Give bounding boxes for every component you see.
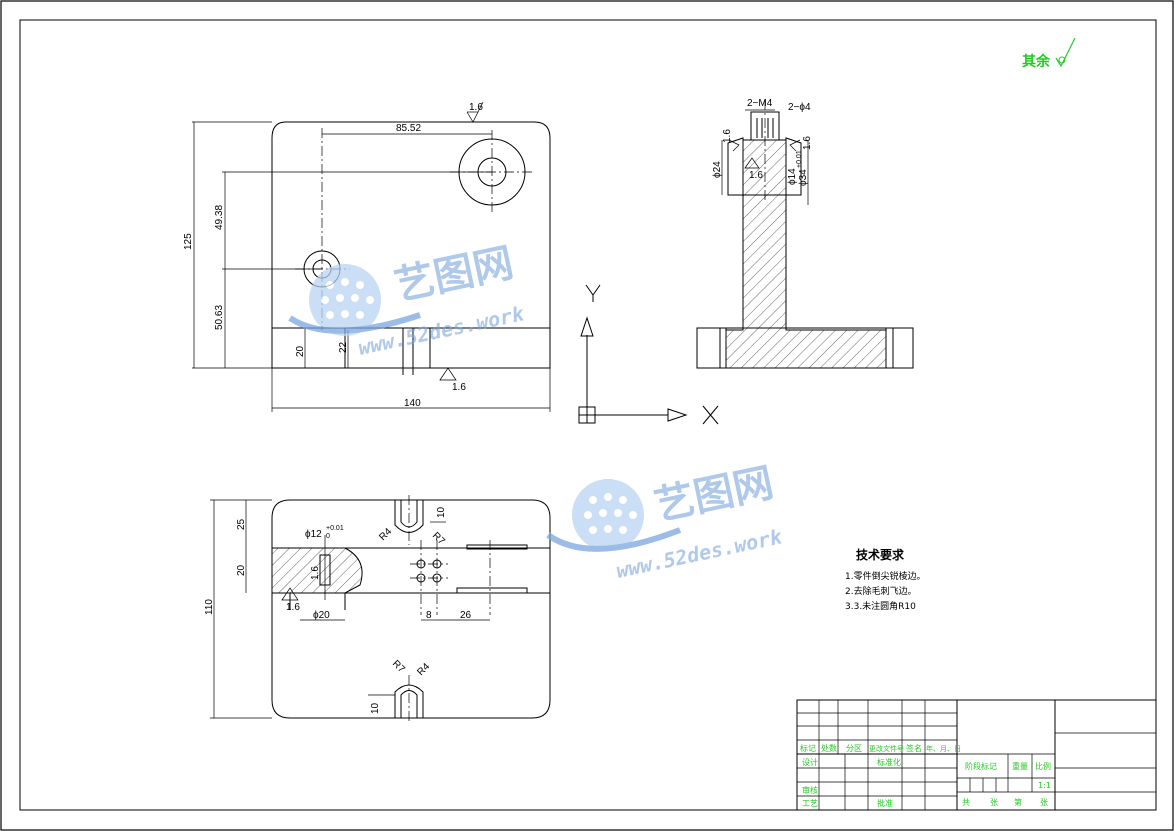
tb-stage-mark: 阶段标记 <box>965 761 997 771</box>
dim-phi-24: ϕ24 <box>712 161 723 178</box>
dim-20: 20 <box>295 345 306 357</box>
watermark-2: 艺图网 www.52des.work <box>546 460 785 583</box>
tech-req-item-2: 2.去除毛刺飞边。 <box>845 585 917 597</box>
top-view: 110 25 20 ϕ12 +0.01 0 1.6 1.6 ϕ20 8 26 R… <box>204 495 551 722</box>
watermark-url: www.52des.work <box>356 301 527 360</box>
roughness-top-b: 1.6 <box>286 602 300 613</box>
top-view-outline <box>271 499 551 719</box>
tb-sheet2: 张 <box>1040 798 1048 807</box>
dim-phi-12-tol: +0.01 <box>326 525 344 532</box>
dim-r4-top: R4 <box>377 526 394 543</box>
roughness-front-bottom: 1.6 <box>452 382 466 393</box>
tb-audit: 审核 <box>802 785 818 795</box>
sheet-inner-border <box>19 19 1157 811</box>
tech-req-item-1: 1.零件倒尖锐棱边。 <box>845 570 926 582</box>
dim-10-top: 10 <box>436 506 447 518</box>
roughness-top-a: 1.6 <box>310 566 321 580</box>
dim-phi-25: 25 <box>236 518 247 530</box>
watermark-cn-2: 艺图网 <box>651 460 778 530</box>
roughness-front-top: 1.6 <box>469 102 483 113</box>
dim-phi-12: ϕ12 <box>305 529 322 540</box>
tb-header-mark: 标记 <box>800 743 816 753</box>
tb-scale-value: 1:1 <box>1038 781 1051 790</box>
dim-140: 140 <box>404 398 421 409</box>
coordinate-axes <box>578 284 719 425</box>
tech-req-title: 技术要求 <box>856 547 905 562</box>
roughness-side-left: 1.6 <box>722 129 733 143</box>
tb-total: 共 <box>962 798 970 807</box>
dim-22: 22 <box>338 341 349 353</box>
dim-phi-12-tol-low: 0 <box>326 533 330 540</box>
dim-phi-14: ϕ14 <box>787 168 798 185</box>
tb-page-of: 第 <box>1014 797 1022 807</box>
dim-26: 26 <box>460 610 472 621</box>
dim-2-m4: 2−M4 <box>747 98 773 109</box>
surface-finish-label: 其余 <box>1022 53 1051 70</box>
roughness-side-mid: 1.6 <box>749 170 763 181</box>
watermark-globe-icon <box>288 264 421 336</box>
tb-standardize: 标准化 <box>877 757 901 767</box>
tb-header-change: 更改文件号 <box>869 744 904 753</box>
side-view: 2−M4 2−ϕ4 1.6 1.6 1.6 ϕ24 ϕ14 +0.01 ϕ34 <box>696 98 914 369</box>
roughness-check-icon <box>1055 37 1076 68</box>
tb-sheet: 张 <box>990 798 998 807</box>
dim-r7-top: R7 <box>430 530 447 547</box>
dim-125: 125 <box>183 233 194 250</box>
dim-r7-bot: R7 <box>390 658 407 675</box>
tb-approve: 批准 <box>877 798 893 808</box>
dim-85-52: 85.52 <box>396 123 421 134</box>
surface-finish-note: 其余 <box>1022 37 1076 70</box>
tb-header-date: 年、月、日 <box>926 744 961 753</box>
watermark-globe-icon-2 <box>546 479 682 552</box>
dim-r4-bot: R4 <box>415 661 432 678</box>
dim-phi-20: ϕ20 <box>313 610 330 621</box>
tb-design: 设计 <box>802 757 818 767</box>
tb-scale: 比例 <box>1035 761 1051 771</box>
tb-header-sign: 签名 <box>906 743 922 753</box>
tech-req-item-3: 3.3.未注圆角R10 <box>845 600 916 612</box>
dim-50-63: 50.63 <box>214 305 225 330</box>
tb-header-zone: 分区 <box>846 744 862 753</box>
watermark-cn: 艺图网 <box>391 240 518 310</box>
watermark-url-2: www.52des.work <box>614 524 785 583</box>
dim-10-bot: 10 <box>370 702 381 714</box>
watermark-1: 艺图网 www.52des.work <box>288 240 527 360</box>
dim-8: 8 <box>426 610 432 621</box>
dim-20-top: 20 <box>236 564 247 576</box>
tb-header-count: 处数 <box>821 743 837 753</box>
title-block: 标记 处数 分区 更改文件号 签名 年、月、日 设计 标准化 阶段标记 重量 比… <box>796 699 1157 811</box>
dim-phi-14-tol: +0.01 <box>796 150 803 168</box>
dim-110: 110 <box>204 599 215 615</box>
technical-requirements: 技术要求 1.零件倒尖锐棱边。 2.去除毛刺飞边。 3.3.未注圆角R10 <box>845 547 926 612</box>
tb-weight: 重量 <box>1012 761 1028 771</box>
dim-phi-34: ϕ34 <box>798 169 809 186</box>
tb-process: 工艺 <box>802 799 818 808</box>
dim-2-phi4: 2−ϕ4 <box>788 102 811 113</box>
roughness-side-right: 1.6 <box>802 136 813 150</box>
dim-49-38: 49.38 <box>214 205 225 230</box>
